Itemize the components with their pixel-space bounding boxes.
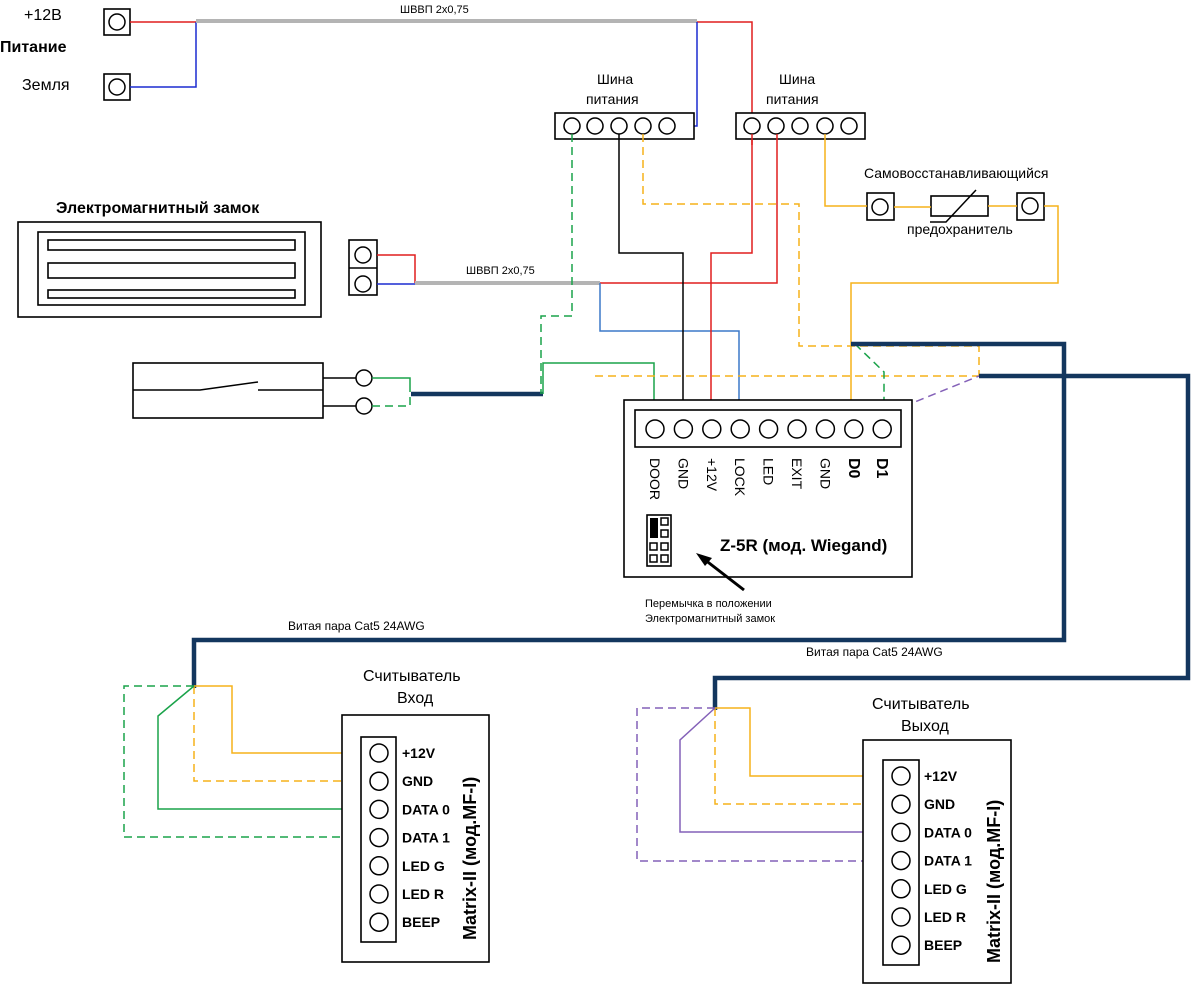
reader-pin-label: GND [402,773,433,789]
reader-terminal [891,907,911,927]
right-power-bus: Шина питания [735,71,866,140]
reader-out-title-1: Считыватель [872,696,970,713]
controller-terminal-label: +12V [704,458,720,492]
jumper-block [646,514,672,567]
reader-in-title-1: Считыватель [363,668,461,685]
ground-label: Земля [22,77,70,94]
reader-pin-label: LED G [402,858,445,874]
reader-terminal [369,856,389,876]
left-power-bus: Шина питания [554,71,695,140]
controller-terminal [673,419,694,439]
reader-terminal [369,799,389,820]
reader-terminal [369,884,389,904]
controller-terminal [645,419,665,439]
controller-z5r: DOOR GND +12V LOCK LED EXIT GND D0 D1 Z-5R (мод.… [623,399,913,578]
lock-title: Электромагнитный замок [56,200,260,217]
plus-terminal [108,13,126,31]
reader-pin-label: LED G [924,881,967,897]
reader-terminal [891,879,911,899]
reader-terminal [369,743,389,763]
exit-twisted-pair [712,373,1191,710]
reader-terminal [891,822,911,843]
lock-lock-wire [599,283,740,432]
reader-pin-label: DATA 0 [924,824,972,840]
reader-pin-label: LED R [402,886,444,902]
controller-terminal [730,419,750,439]
left-bus-label-1: Шина [597,71,633,87]
bus-to-fuse-wire [824,134,867,207]
top-cable-label: ШВВП 2х0,75 [400,4,469,16]
reader-pin-label: LED R [924,909,966,925]
controller-terminal [872,419,892,439]
fuse-label-top: Самовосстанавливающийся [864,165,1049,181]
ground-to-left-bus [686,22,698,127]
reader-out-title-2: Выход [901,718,950,735]
right-bus-label-1: Шина [779,71,815,87]
exit-button [132,362,373,419]
controller-terminal-label: D1 [873,458,890,479]
entry-cable-label: Витая пара Cat5 24AWG [288,619,425,633]
reader-terminal [891,935,911,955]
reader-terminal [369,771,389,791]
controller-terminal [702,419,722,439]
reader-in-title-2: Вход [397,690,434,707]
exit-green-dashed [540,134,573,394]
power-supply: +12В Питание Земля [0,7,131,101]
reader-terminal [891,766,911,786]
controller-terminal-label: GND [817,458,833,489]
controller-name: Z-5R (мод. Wiegand) [720,536,887,555]
jumper-note-1: Перемычка в положении [645,598,772,610]
power-ground-wire [130,22,197,88]
plus-12v-label: +12В [24,7,62,24]
door-wire [542,362,655,432]
controller-terminal [844,419,864,439]
controller-terminal [758,419,779,439]
resettable-fuse: Самовосстанавливающийся предохранитель [864,165,1049,237]
reader-terminal [369,827,389,848]
reader-terminal [891,794,911,814]
fuse-body [930,195,989,217]
gnd-wire [618,134,684,432]
power-title: Питание [0,39,67,56]
fuse-label-bottom: предохранитель [907,221,1013,237]
controller-terminal-label: D0 [845,458,862,479]
reader-terminal [369,912,389,932]
controller-terminal-label: LOCK [732,458,748,497]
lock-plus-wire [600,134,778,284]
controller-terminal-label: EXIT [789,458,805,490]
reader-in-model: Matrix-II (мод.MF-I) [460,777,480,940]
magnetic-lock: Электромагнитный замок [17,200,378,318]
controller-terminal [787,419,807,439]
lock-cable-label: ШВВП 2х0,75 [466,265,535,277]
ground-terminal [108,78,126,96]
reader-pin-label: DATA 1 [924,853,972,869]
controller-terminal-label: LED [761,458,777,485]
reader-pin-label: BEEP [402,914,440,930]
reader-pin-label: BEEP [924,937,962,953]
reader-terminal [891,850,911,871]
plus12-wire [710,134,753,432]
controller-terminal [815,419,836,439]
reader-pin-label: +12V [924,768,958,784]
controller-terminal-label: DOOR [647,458,663,500]
right-bus-label-2: питания [766,91,819,107]
orange-dashed-gnd [642,134,980,376]
left-bus-label-2: питания [586,91,639,107]
fuse-to-d0-orange [850,205,1059,432]
plus-to-right-bus [697,21,753,145]
reader-exit: Считыватель Выход +12V GND DATA 0 DATA 1 LED… [862,696,1012,984]
reader-pin-label: +12V [402,745,436,761]
reader-entry: Считыватель Вход +12V GND DATA 0 DATA 1 LED … [341,668,490,963]
entry-twisted-pair [191,341,1067,688]
controller-terminal-label: GND [675,458,691,489]
reader-out-model: Matrix-II (мод.MF-I) [984,800,1004,963]
reader-pin-label: GND [924,796,955,812]
reader-pin-label: DATA 1 [402,830,450,846]
exit-cable-label: Витая пара Cat5 24AWG [806,645,943,659]
jumper-note-2: Электромагнитный замок [645,613,775,625]
reader-pin-label: DATA 0 [402,801,450,817]
